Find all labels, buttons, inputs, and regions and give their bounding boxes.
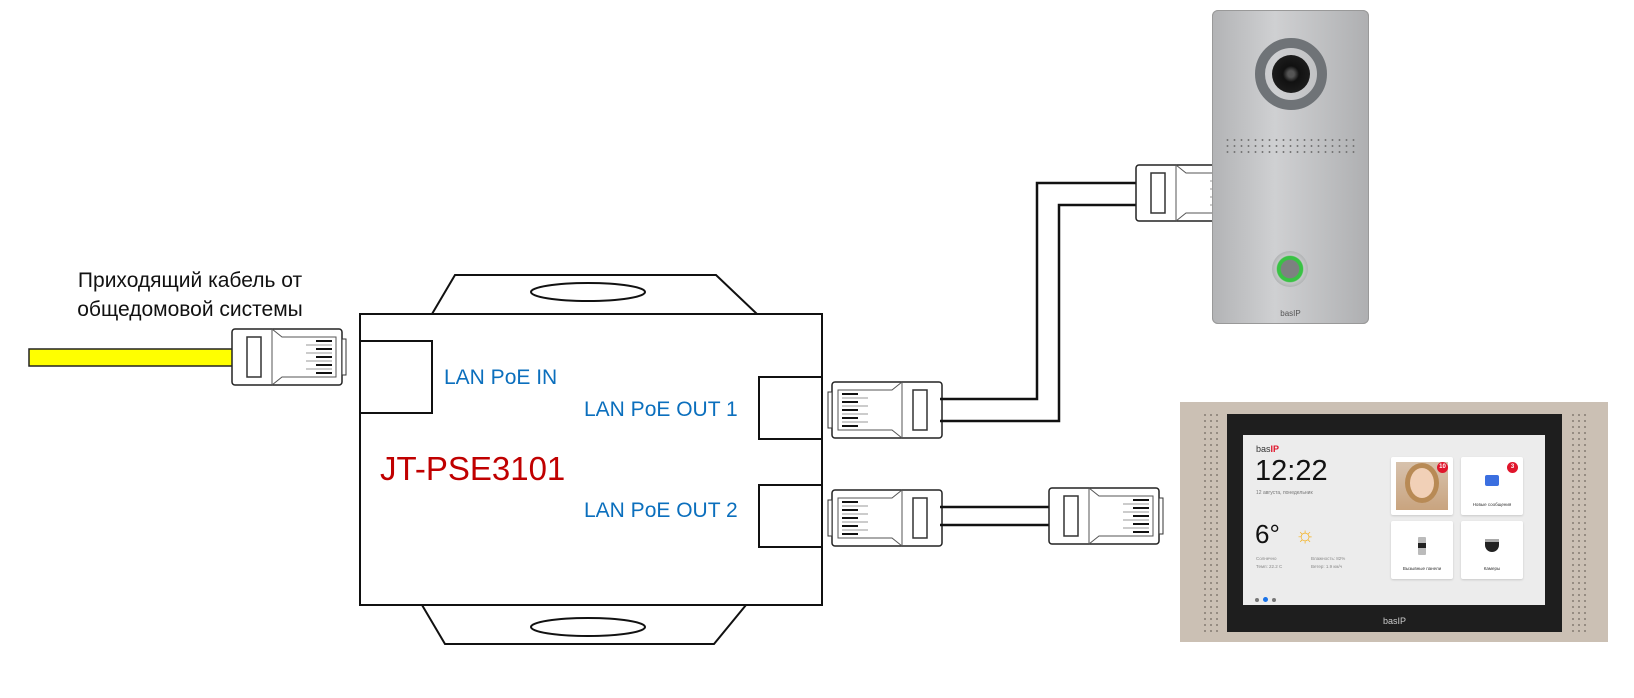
port-lan-poe-out-1 (758, 376, 823, 440)
camera-icon (1485, 539, 1499, 552)
message-icon (1485, 475, 1499, 486)
cable-out-1 (940, 181, 1136, 423)
weather-wind: Ветер: 1.9 км/ч (1311, 564, 1343, 569)
rj45-plug-in (232, 329, 346, 385)
tile-label: Вызывные панели (1402, 566, 1442, 571)
tile-label: Новые сообщения (1472, 502, 1512, 507)
tile-badge: 10 (1437, 462, 1448, 473)
page-indicator (1255, 589, 1280, 607)
door-panel: basIP (1212, 10, 1369, 324)
weather-humidity: Влажность: 82% (1311, 556, 1346, 561)
cable-out-2 (940, 505, 1049, 527)
rj45-plug-out-2 (827, 489, 943, 547)
screen-date: 12 августа, понедельник (1256, 490, 1313, 496)
camera-ring (1255, 38, 1327, 110)
page-dot-active (1263, 597, 1268, 602)
door-panel-icon (1418, 537, 1426, 555)
tile-messages[interactable]: 3 Новые сообщения (1461, 457, 1523, 515)
page-dot (1255, 598, 1259, 602)
tile-visitor[interactable]: 10 (1391, 457, 1453, 515)
port-label-out-2: LAN PoE OUT 2 (584, 499, 738, 522)
port-lan-poe-out-2 (758, 484, 823, 548)
page-dot (1272, 598, 1276, 602)
poe-injector (359, 274, 823, 645)
door-panel-logo: basIP (1280, 309, 1301, 318)
port-label-in: LAN PoE IN (444, 366, 558, 389)
monitor-bezel: basIP 12:22 12 августа, понедельник 6° ☼… (1227, 414, 1562, 632)
weather-temp-detail: Темп: 22.2 C (1256, 564, 1283, 569)
speaker-grill (1224, 137, 1357, 157)
rj45-plug-out-1 (827, 381, 943, 439)
screen-temperature: 6° (1255, 519, 1280, 549)
port-label-out-1: LAN PoE OUT 1 (584, 398, 738, 421)
weather-condition: Солнечно (1256, 556, 1277, 561)
speaker-dots-left (1202, 412, 1220, 634)
device-model: JT-PSE3101 (380, 450, 566, 487)
camera-lens-icon (1272, 55, 1310, 93)
tile-badge: 3 (1507, 462, 1518, 473)
incoming-cable-label-line1: Приходящий кабель от (77, 269, 303, 292)
port-lan-poe-in (359, 340, 433, 414)
screen-logo: basIP (1256, 444, 1280, 454)
incoming-cable-label: Приходящий кабель от общедомовой системы (40, 266, 340, 324)
monitor-screen: basIP 12:22 12 августа, понедельник 6° ☼… (1243, 435, 1545, 605)
tile-door-panels[interactable]: Вызывные панели (1391, 521, 1453, 579)
indoor-monitor: basIP 12:22 12 августа, понедельник 6° ☼… (1180, 402, 1608, 642)
tile-label: Камеры (1483, 566, 1501, 571)
screen-time: 12:22 (1255, 455, 1328, 487)
sun-icon: ☼ (1295, 522, 1316, 547)
incoming-cable-label-line2: общедомовой системы (77, 298, 303, 321)
monitor-logo: basIP (1382, 616, 1406, 626)
tile-cameras[interactable]: Камеры (1461, 521, 1523, 579)
incoming-cable (28, 348, 235, 367)
rj45-plug-monitor (1049, 488, 1163, 544)
call-button (1272, 251, 1308, 287)
speaker-dots-right (1570, 412, 1588, 634)
